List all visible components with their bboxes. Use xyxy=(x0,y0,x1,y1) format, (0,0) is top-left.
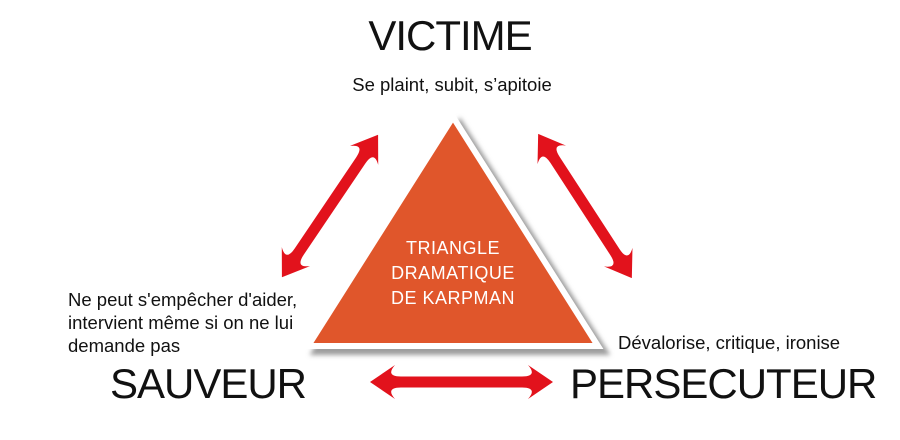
victime-subtitle: Se plaint, subit, s’apitoie xyxy=(352,74,552,95)
triangle-label: TRIANGLE DRAMATIQUE DE KARPMAN xyxy=(333,236,573,311)
sauveur-description: Ne peut s'empêcher d'aider, intervient m… xyxy=(68,289,298,356)
sauveur-title: SAUVEUR xyxy=(109,360,307,407)
double-arrow-glyph xyxy=(281,134,379,278)
arrow-sauveur-persecuteur-icon xyxy=(370,365,553,399)
arrow-victime-sauveur-icon xyxy=(281,134,379,278)
triangle-label-line-3: DE KARPMAN xyxy=(390,288,516,308)
triangle-label-line-1: TRIANGLE xyxy=(405,238,501,258)
double-arrow-glyph xyxy=(537,133,633,279)
victime-title: VICTIME xyxy=(368,12,532,59)
persecuteur-description: Dévalorise, critique, ironise xyxy=(618,332,841,353)
triangle-label-line-2: DRAMATIQUE xyxy=(391,263,515,283)
arrow-victime-persecuteur-icon xyxy=(537,133,633,279)
persecuteur-title: PERSECUTEUR xyxy=(570,360,877,407)
triangle-polygon xyxy=(302,111,604,349)
double-arrow-glyph xyxy=(370,365,553,399)
